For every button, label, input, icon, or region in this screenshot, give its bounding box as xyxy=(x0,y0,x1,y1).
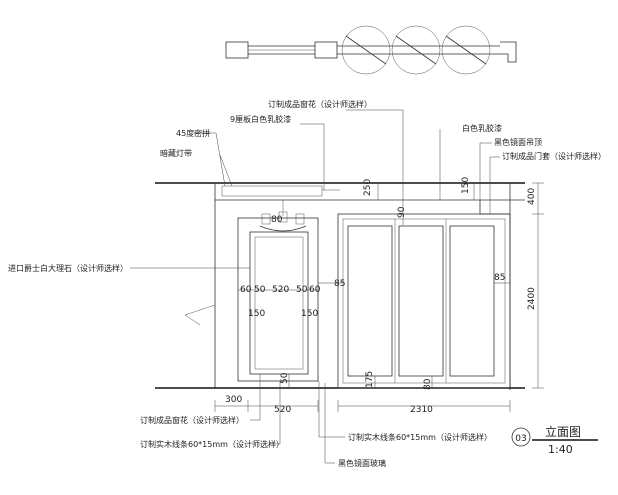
left-wall xyxy=(155,200,525,389)
note-wood-strip-left: 订制实木线条60*15mm（设计师选样） xyxy=(140,439,284,449)
dim-90-top: 90 xyxy=(397,206,407,218)
hidden-light-trough xyxy=(221,185,323,197)
dimension-lines xyxy=(214,182,544,412)
note-panel-white-latex: 9厘板白色乳胶漆 xyxy=(230,114,291,124)
dim-60-b: 60 xyxy=(309,285,321,295)
dim-150-low: 150 xyxy=(301,309,318,319)
note-wood-strip-right: 订制实木线条60*15mm（设计师选样） xyxy=(348,432,492,442)
door-swing-arc-2 xyxy=(391,25,441,75)
dim-80-top: 80 xyxy=(271,215,283,225)
dim-50-bottom: 50 xyxy=(280,372,290,384)
note-marble: 进口爵士白大理石（设计师选样） xyxy=(8,263,128,273)
sheet-number-circle xyxy=(511,427,531,447)
dim-2400: 2400 xyxy=(527,287,537,310)
dim-300: 300 xyxy=(225,395,242,405)
dim-400: 400 xyxy=(527,188,537,205)
dimension-values: 250 150 400 2400 80 90 85 85 60 50 520 5… xyxy=(225,177,537,415)
dim-520-a: 520 xyxy=(272,285,289,295)
dim-175: 175 xyxy=(365,371,375,388)
sheet-number: 03 xyxy=(515,434,526,444)
note-black-mirror-glass: 黑色镜面玻璃 xyxy=(338,458,386,468)
annotation-notes: 订制成品窗花（设计师选样） 9厘板白色乳胶漆 45度密拼 暗藏灯带 白色乳胶漆 … xyxy=(8,99,606,468)
dim-50-b: 50 xyxy=(296,285,308,295)
drawing-title: 立面图 xyxy=(545,424,581,439)
plan-column-right xyxy=(314,41,338,59)
dim-80: 80 xyxy=(423,378,433,390)
door-swing-arc-1 xyxy=(341,25,391,75)
window-flower-door-3 xyxy=(449,225,495,377)
note-black-mirror-ceiling: 黑色镜面吊顶 xyxy=(494,137,542,147)
marble-frame xyxy=(237,217,319,382)
drawing-scale: 1:40 xyxy=(548,443,573,456)
dim-150-top: 150 xyxy=(461,177,471,194)
door-frame-outer xyxy=(337,213,511,389)
note-custom-window-flower-bottom: 订制成品窗花（设计师选样） xyxy=(140,415,244,425)
chandelier-icon xyxy=(259,200,307,232)
note-chamfer: 45度密拼 xyxy=(176,128,210,138)
leader-lines xyxy=(130,109,500,464)
dim-85-right: 85 xyxy=(494,273,505,283)
dim-150-mid: 150 xyxy=(248,309,265,319)
dim-520-bottom: 520 xyxy=(274,405,291,415)
dim-250: 250 xyxy=(363,179,373,196)
window-flower-door-1 xyxy=(347,225,393,377)
note-custom-window-flower-top: 订制成品窗花（设计师选样） xyxy=(268,99,372,109)
plan-column-left xyxy=(225,41,249,59)
note-hidden-light: 暗藏灯带 xyxy=(160,148,192,158)
note-custom-door: 订制成品门套（设计师选样） xyxy=(502,151,606,161)
window-flower-door-2 xyxy=(398,225,444,377)
window-flower-left xyxy=(249,231,309,375)
note-white-latex: 白色乳胶漆 xyxy=(462,123,502,133)
door-frame-inner xyxy=(342,218,506,384)
door-panel xyxy=(337,213,511,389)
door-swing-arc-3 xyxy=(441,25,491,75)
dim-2310: 2310 xyxy=(410,405,433,415)
dim-85-left: 85 xyxy=(334,279,345,289)
plan-wall-end xyxy=(500,41,517,63)
marble-panel xyxy=(237,200,319,382)
dim-60-a: 60 xyxy=(240,285,252,295)
dim-50-a: 50 xyxy=(254,285,266,295)
plan-view xyxy=(225,25,517,75)
title-block: 03 立面图 1:40 xyxy=(511,424,598,456)
